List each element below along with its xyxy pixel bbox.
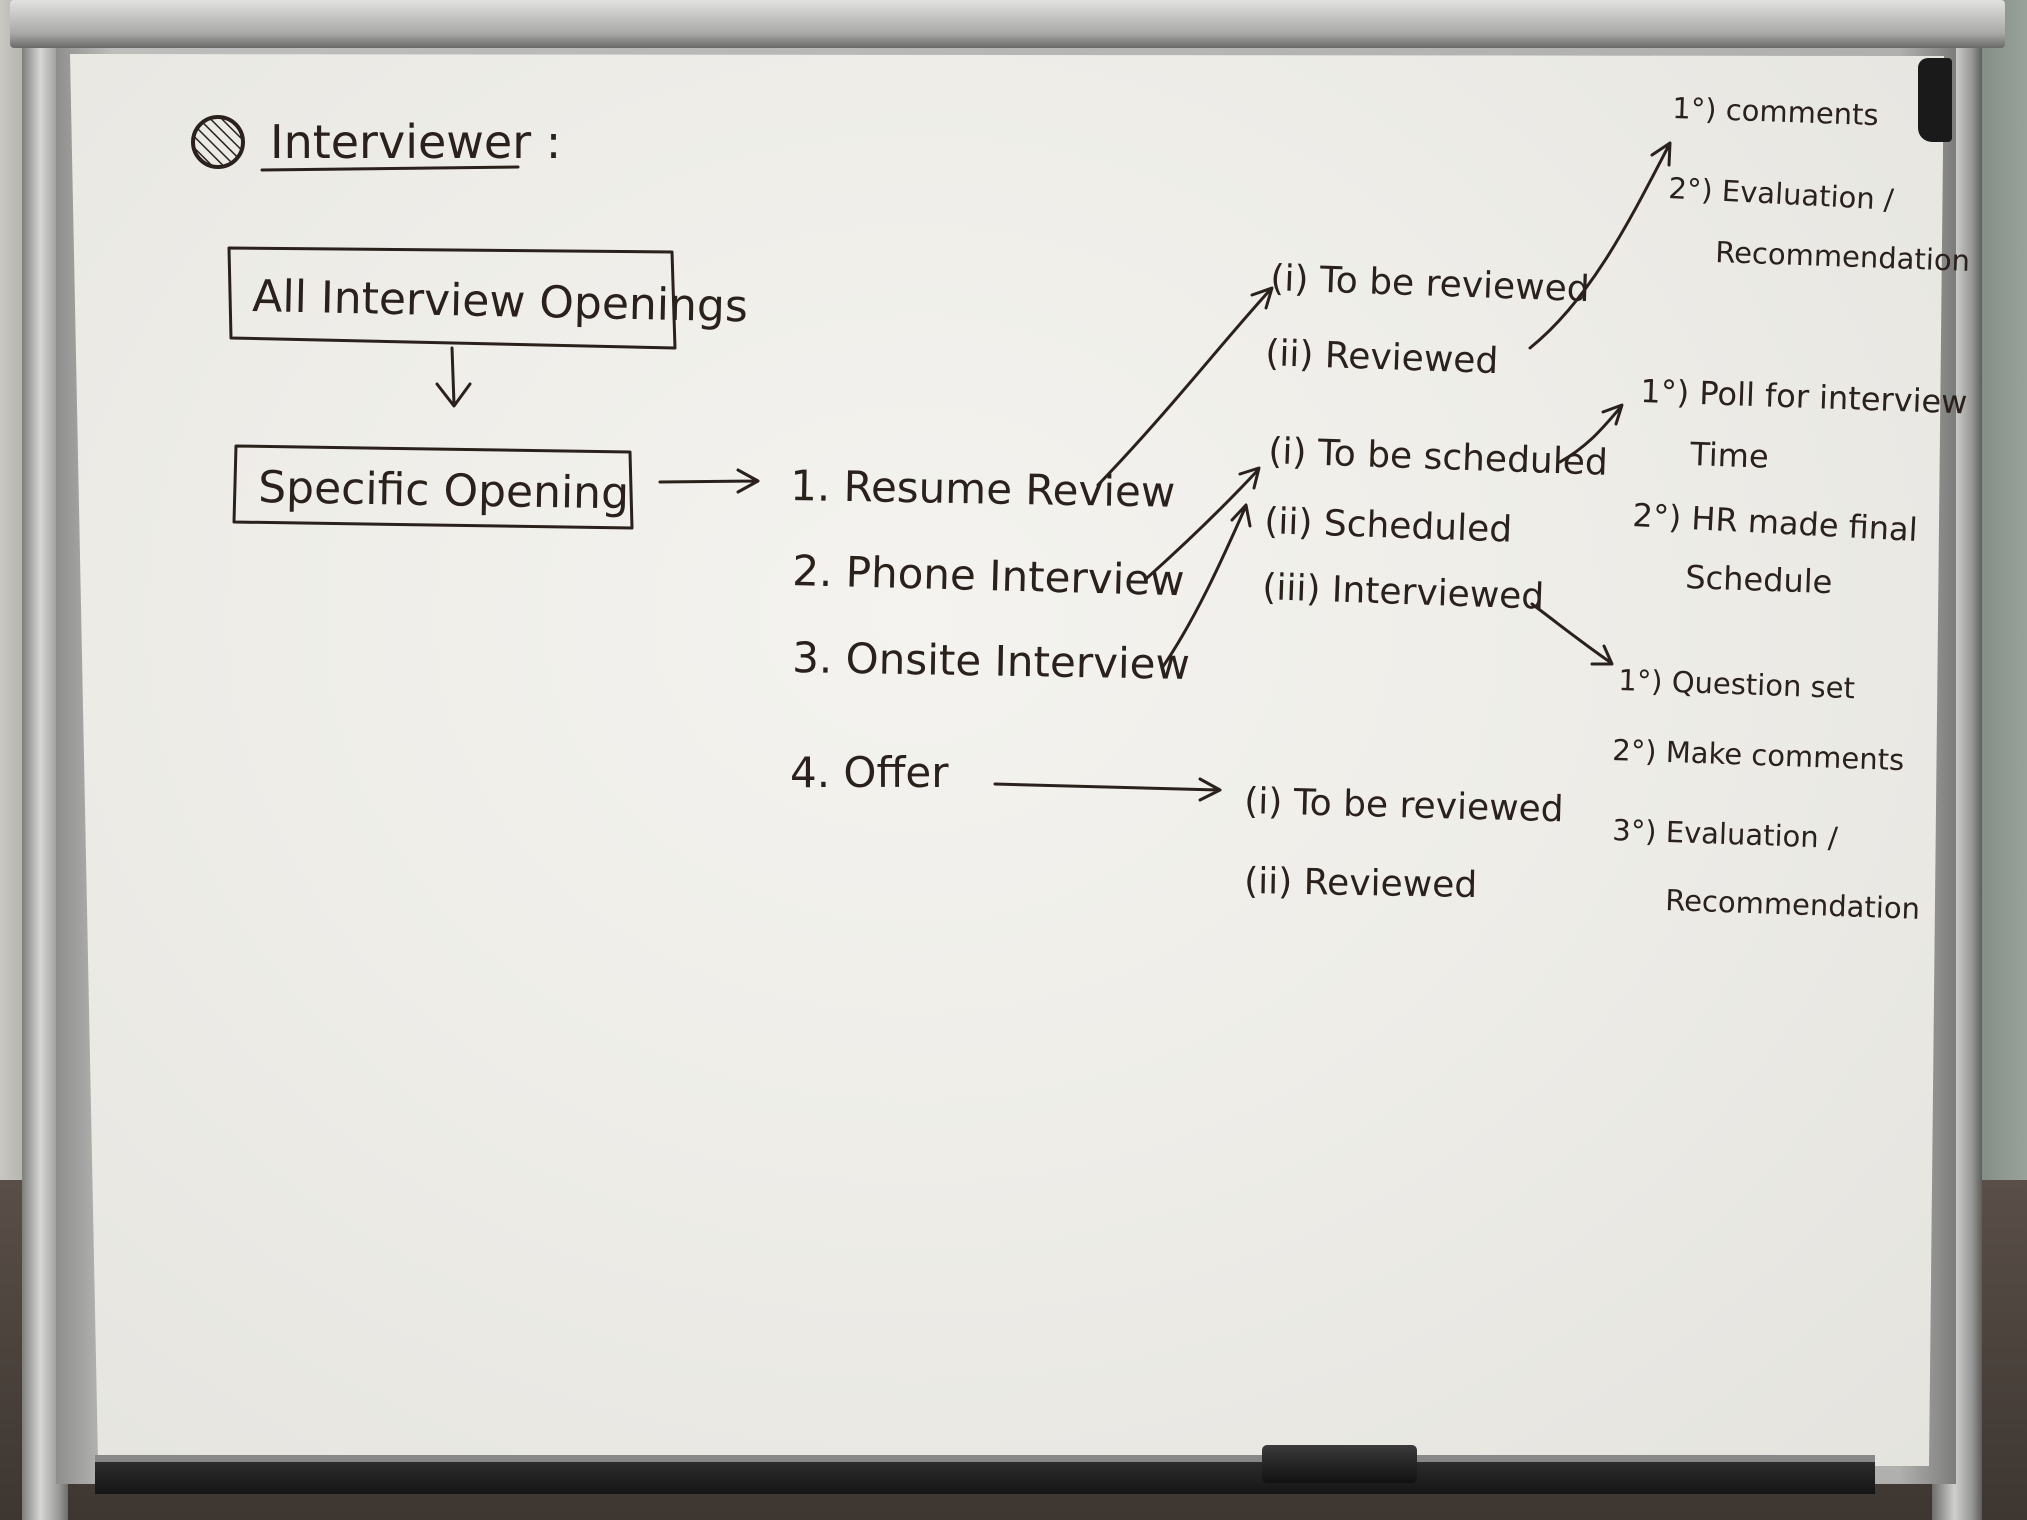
scheduling-note-time: Time bbox=[1689, 435, 1770, 476]
offer-state-to-be-reviewed: (i) To be reviewed bbox=[1244, 781, 1564, 830]
all-openings-box bbox=[227, 246, 677, 350]
reviewed-note-comments: 1°) comments bbox=[1672, 91, 1879, 132]
arrow-onsite-to-states bbox=[1160, 503, 1252, 670]
step-offer: 4. Offer bbox=[790, 748, 949, 797]
interviewed-note-make-comments: 2°) Make comments bbox=[1612, 733, 1905, 777]
resume-state-reviewed: (ii) Reviewed bbox=[1265, 333, 1499, 382]
interviewed-note-recommendation: Recommendation bbox=[1665, 883, 1921, 926]
arrow-reviewed-to-notes bbox=[1528, 141, 1672, 350]
reviewed-note-recommendation: Recommendation bbox=[1715, 235, 1971, 278]
interview-state-scheduled: (ii) Scheduled bbox=[1264, 501, 1513, 551]
scheduling-note-schedule: Schedule bbox=[1685, 558, 1833, 601]
right-arrow-to-steps bbox=[658, 468, 760, 494]
arrow-to-be-scheduled-to-notes bbox=[1558, 403, 1624, 464]
diagram-title: Interviewer : bbox=[270, 115, 561, 169]
all-openings-label: All Interview Openings bbox=[252, 271, 749, 332]
arrow-interviewed-to-notes bbox=[1530, 602, 1614, 666]
interviewed-note-evaluation: 3°) Evaluation / bbox=[1612, 813, 1839, 855]
whiteboard-clip bbox=[1918, 58, 1952, 142]
scheduling-note-hr-final: 2°) HR made final bbox=[1632, 496, 1919, 549]
arrow-resume-to-states bbox=[1096, 286, 1274, 487]
down-arrow bbox=[435, 346, 472, 408]
interview-state-to-be-scheduled: (i) To be scheduled bbox=[1268, 431, 1609, 484]
step-resume-review: 1. Resume Review bbox=[790, 461, 1176, 517]
hatched-bullet-icon bbox=[191, 115, 245, 169]
interview-state-interviewed: (iii) Interviewed bbox=[1262, 567, 1545, 618]
marker-tray bbox=[95, 1462, 1875, 1494]
whiteboard-top-rail bbox=[10, 0, 2005, 48]
eraser bbox=[1262, 1445, 1417, 1483]
resume-state-to-be-reviewed: (i) To be reviewed bbox=[1270, 258, 1591, 310]
offer-state-reviewed: (ii) Reviewed bbox=[1244, 861, 1478, 906]
whiteboard-surface bbox=[70, 54, 1944, 1466]
reviewed-note-evaluation: 2°) Evaluation / bbox=[1668, 171, 1895, 217]
title-underline bbox=[260, 165, 520, 172]
specific-opening-box bbox=[232, 444, 634, 530]
marker-tray-lip bbox=[95, 1455, 1875, 1465]
arrow-phone-to-states bbox=[1145, 466, 1261, 580]
step-phone-interview: 2. Phone Interview bbox=[792, 546, 1185, 605]
arrow-offer-to-states bbox=[993, 777, 1222, 802]
scheduling-note-poll: 1°) Poll for interview bbox=[1640, 372, 1968, 421]
specific-opening-label: Specific Opening bbox=[258, 462, 630, 519]
interviewed-note-question-set: 1°) Question set bbox=[1618, 663, 1856, 705]
step-onsite-interview: 3. Onsite Interview bbox=[792, 633, 1190, 689]
